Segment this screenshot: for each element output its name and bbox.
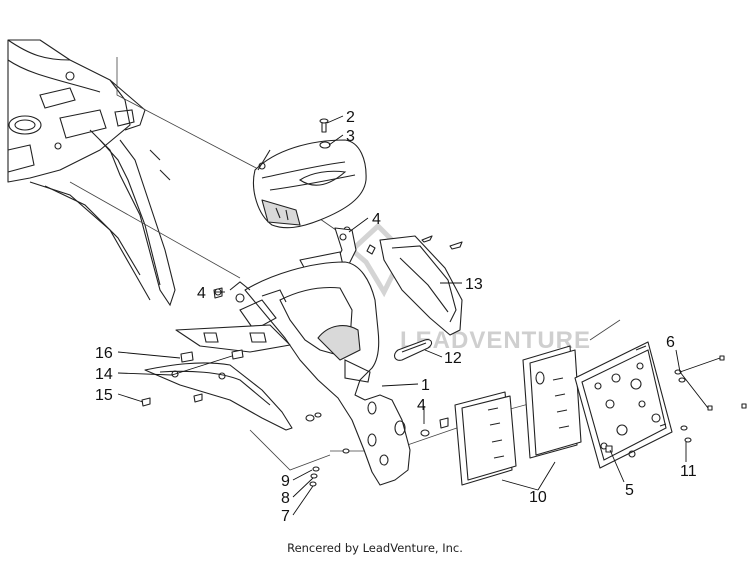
callout-14: 14 <box>95 366 113 383</box>
callout-6: 6 <box>666 334 675 351</box>
callout-4-left: 4 <box>197 285 206 302</box>
callout-13: 13 <box>465 276 483 293</box>
callout-10: 10 <box>529 489 547 506</box>
callout-11: 11 <box>680 463 697 480</box>
callout-12: 12 <box>444 350 462 367</box>
part-13-cover <box>379 235 463 336</box>
callout-labels: 2 3 4 4 13 12 1 4 16 14 15 6 11 5 10 9 8… <box>95 109 697 525</box>
part-12-reflector <box>393 339 433 361</box>
callout-3: 3 <box>346 128 355 145</box>
callout-9: 9 <box>281 473 290 490</box>
callout-8: 8 <box>281 490 290 507</box>
fasteners-middle <box>213 287 449 487</box>
part-14-lower-cover <box>141 349 293 431</box>
part-5-plate-bracket <box>574 341 673 469</box>
part-1-fender <box>175 261 411 486</box>
leader-lines <box>117 115 721 516</box>
callout-1: 1 <box>421 377 430 394</box>
callout-16: 16 <box>95 345 113 362</box>
callout-4-lower: 4 <box>417 397 426 414</box>
callout-7: 7 <box>281 508 290 525</box>
scooter-frame <box>7 39 176 307</box>
credit-text: Rencered by LeadVenture, Inc. <box>287 541 463 555</box>
callout-15: 15 <box>95 387 113 404</box>
callout-2: 2 <box>346 109 355 126</box>
fasteners-right <box>605 355 747 453</box>
callout-5: 5 <box>625 482 634 499</box>
callout-4-upper: 4 <box>372 211 381 228</box>
tail-light <box>252 139 367 229</box>
part-10-plates <box>454 345 582 486</box>
